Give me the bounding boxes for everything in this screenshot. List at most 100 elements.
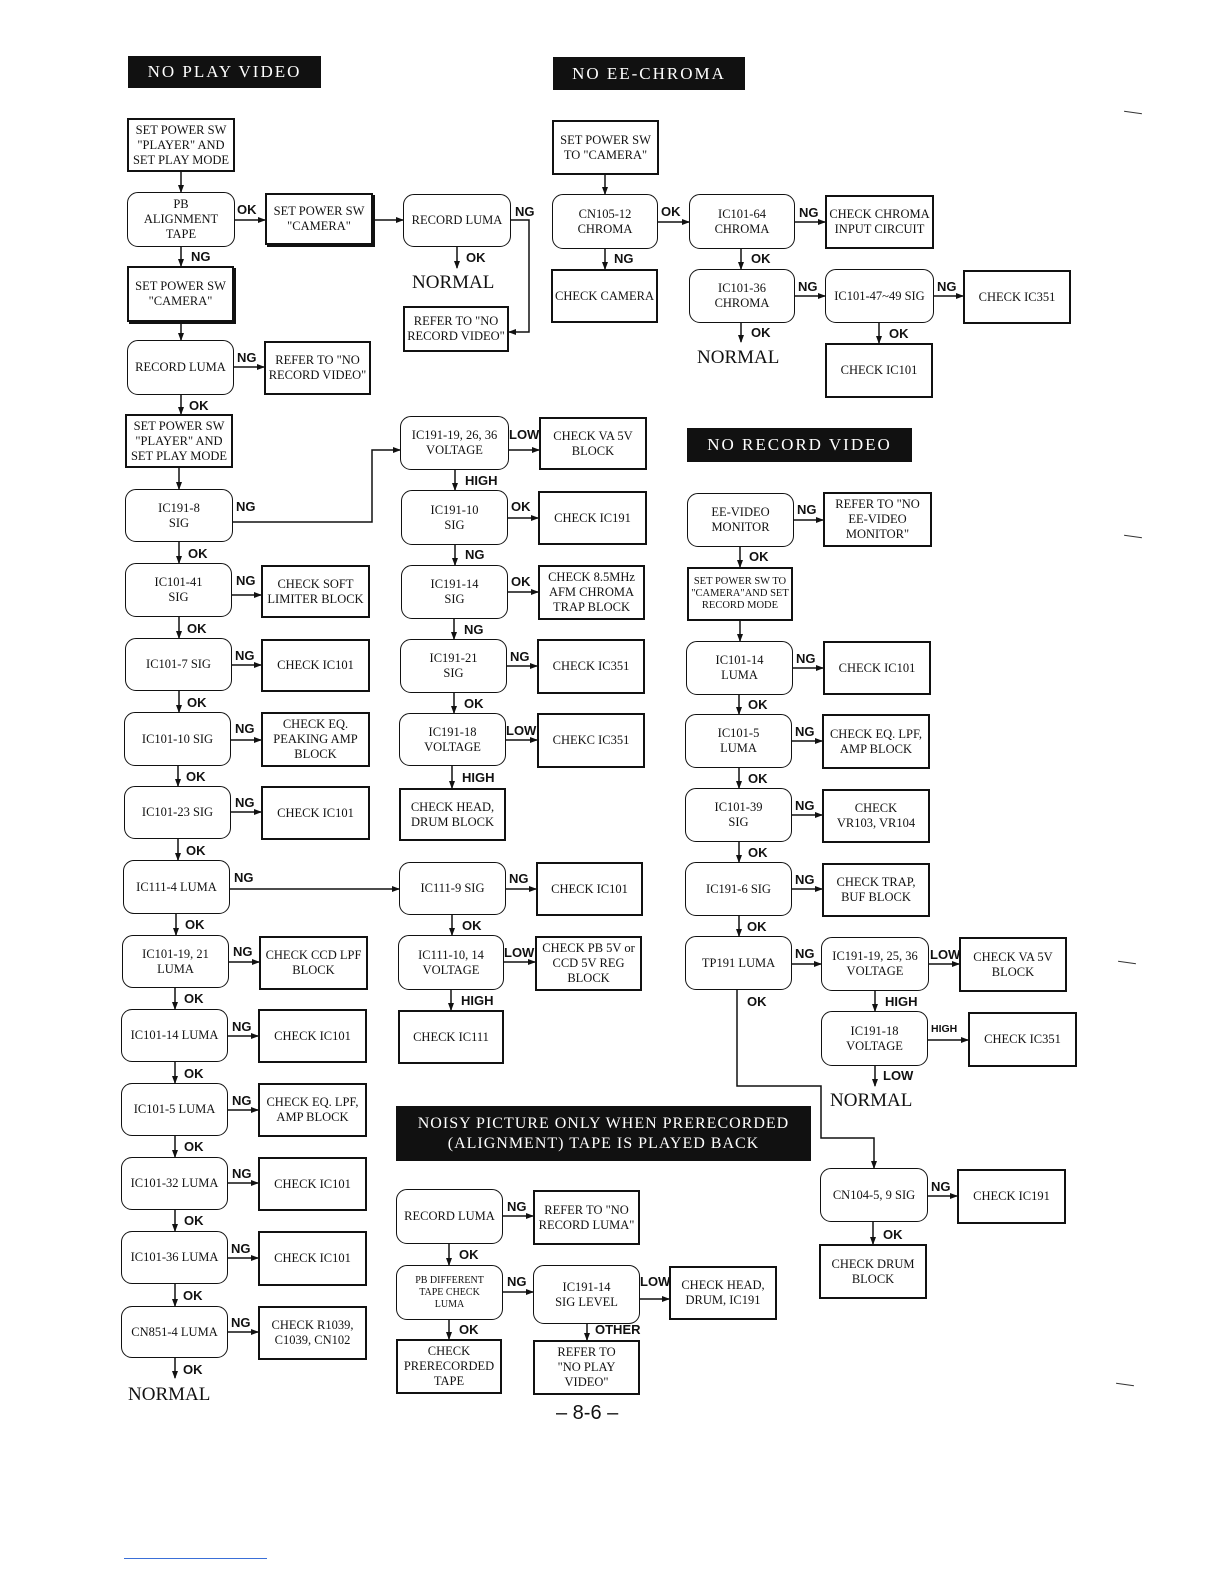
step-check-ic101-mid: CHECK IC101 xyxy=(536,862,643,916)
step-ic101-7-sig: IC101-7 SIG xyxy=(125,638,232,691)
step-check-chroma-input: CHECK CHROMA INPUT CIRCUIT xyxy=(825,195,934,249)
label-ng: NG xyxy=(232,1166,252,1181)
step-check-eq-peaking: CHECK EQ. PEAKING AMP BLOCK xyxy=(261,712,370,767)
step-check-prerecorded-tape: CHECK PRERECORDED TAPE xyxy=(396,1339,502,1394)
step-check-ic101-b: CHECK IC101 xyxy=(261,786,370,840)
label-ng: NG xyxy=(796,651,816,666)
label-low: LOW xyxy=(509,427,540,442)
step-ic191-14-sig: IC191-14 SIG xyxy=(401,565,508,619)
label-ng: NG xyxy=(235,721,255,736)
step-ic191-18-voltage-rec: IC191-18 VOLTAGE xyxy=(821,1011,928,1066)
step-set-power-player: SET POWER SW "PLAYER" AND SET PLAY MODE xyxy=(127,118,235,172)
label-ok: OK xyxy=(183,1362,203,1377)
step-check-r1039: CHECK R1039, C1039, CN102 xyxy=(258,1306,367,1360)
step-check-ccd-lpf: CHECK CCD LPF BLOCK xyxy=(259,936,368,990)
label-ng: NG xyxy=(799,205,819,220)
step-check-ic101-ee: CHECK IC101 xyxy=(825,343,933,398)
result-normal-ee: NORMAL xyxy=(697,347,780,368)
label-ok: OK xyxy=(748,697,768,712)
step-check-8-5mhz: CHECK 8.5MHz AFM CHROMA TRAP BLOCK xyxy=(538,565,645,620)
label-ng: NG xyxy=(509,871,529,886)
label-ng: NG xyxy=(795,798,815,813)
label-ok: OK xyxy=(186,769,206,784)
label-ok: OK xyxy=(462,918,482,933)
label-ok: OK xyxy=(511,499,531,514)
label-ng: NG xyxy=(795,724,815,739)
label-ng: NG xyxy=(231,1315,251,1330)
label-ok: OK xyxy=(511,574,531,589)
label-ok: OK xyxy=(748,771,768,786)
step-set-power-player-2: SET POWER SW "PLAYER" AND SET PLAY MODE xyxy=(125,414,233,468)
label-low: LOW xyxy=(640,1274,671,1289)
step-check-camera: CHECK CAMERA xyxy=(551,269,658,323)
label-ng: NG xyxy=(798,279,818,294)
bottom-rule xyxy=(124,1558,267,1559)
label-ok: OK xyxy=(188,546,208,561)
step-check-pb-5v: CHECK PB 5V or CCD 5V REG BLOCK xyxy=(535,936,642,991)
scan-mark xyxy=(1124,534,1142,539)
label-ok: OK xyxy=(749,549,769,564)
step-ic111-9-sig: IC111-9 SIG xyxy=(399,862,506,915)
step-check-head-drum-ic191: CHECK HEAD, DRUM, IC191 xyxy=(669,1266,777,1320)
label-ok: OK xyxy=(186,843,206,858)
step-check-ic351-b: CHEKC IC351 xyxy=(537,713,645,768)
step-ic101-19-21-luma: IC101-19, 21 LUMA xyxy=(122,935,229,988)
step-ic101-10-sig: IC101-10 SIG xyxy=(124,712,231,766)
result-normal-rec: NORMAL xyxy=(830,1090,913,1111)
step-check-ic191: CHECK IC191 xyxy=(538,491,647,545)
label-ng: NG xyxy=(795,872,815,887)
step-ic111-4-luma: IC111-4 LUMA xyxy=(123,860,230,914)
step-record-luma: RECORD LUMA xyxy=(127,340,234,395)
scan-mark xyxy=(1118,960,1136,965)
label-ng: NG xyxy=(464,622,484,637)
label-ng: NG xyxy=(236,499,256,514)
step-pb-alignment-tape: PB ALIGNMENT TAPE xyxy=(127,192,235,247)
label-ng: NG xyxy=(191,249,211,264)
step-ic101-47-49-sig: IC101-47~49 SIG xyxy=(825,269,934,323)
label-ok: OK xyxy=(747,919,767,934)
step-ic101-64-chroma: IC101-64 CHROMA xyxy=(689,194,795,249)
step-cn105-12-chroma: CN105-12 CHROMA xyxy=(552,194,658,249)
step-check-vr103: CHECK VR103, VR104 xyxy=(822,789,930,843)
label-ng: NG xyxy=(795,946,815,961)
label-ng: NG xyxy=(507,1199,527,1214)
label-low: LOW xyxy=(930,947,961,962)
label-ng: NG xyxy=(510,649,530,664)
step-check-ic111: CHECK IC111 xyxy=(398,1010,504,1064)
label-ok: OK xyxy=(184,991,204,1006)
page-number: – 8-6 – xyxy=(556,1402,619,1424)
label-ng: NG xyxy=(614,251,634,266)
step-record-luma-noisy: RECORD LUMA xyxy=(396,1189,503,1244)
step-ic101-5-luma: IC101-5 LUMA xyxy=(121,1083,228,1136)
step-ic101-36-luma: IC101-36 LUMA xyxy=(121,1231,228,1284)
label-ok: OK xyxy=(187,695,207,710)
heading-no-ee-chroma: NO EE-CHROMA xyxy=(553,57,745,90)
label-ok: OK xyxy=(189,398,209,413)
heading-no-record-video: NO RECORD VIDEO xyxy=(687,428,912,462)
label-ok: OK xyxy=(184,1066,204,1081)
label-ng: NG xyxy=(465,547,485,562)
label-ok: OK xyxy=(459,1322,479,1337)
label-ok: OK xyxy=(183,1288,203,1303)
label-other: OTHER xyxy=(595,1322,641,1337)
scan-mark xyxy=(1116,1382,1134,1387)
step-refer-no-record-video: REFER TO "NO RECORD VIDEO" xyxy=(264,341,371,395)
step-check-va-5v: CHECK VA 5V BLOCK xyxy=(539,417,647,470)
label-ok: OK xyxy=(748,845,768,860)
step-set-power-camera-2: SET POWER SW "CAMERA" xyxy=(127,266,234,322)
step-pb-different-tape: PB DIFFERENT TAPE CHECK LUMA xyxy=(396,1265,503,1320)
step-refer-no-record-video-top: REFER TO "NO RECORD VIDEO" xyxy=(403,306,509,352)
label-ok: OK xyxy=(889,326,909,341)
label-ok: OK xyxy=(464,696,484,711)
label-ng: NG xyxy=(236,573,256,588)
label-high: HIGH xyxy=(461,993,494,1008)
label-ng: NG xyxy=(235,795,255,810)
label-ok: OK xyxy=(751,251,771,266)
step-ic191-18-voltage: IC191-18 VOLTAGE xyxy=(399,713,506,766)
step-ic101-14-luma: IC101-14 LUMA xyxy=(121,1009,228,1062)
step-ic101-14-luma-rec: IC101-14 LUMA xyxy=(686,641,793,695)
label-high: HIGH xyxy=(465,473,498,488)
step-check-ic101-e: CHECK IC101 xyxy=(258,1231,367,1286)
label-ok: OK xyxy=(466,250,486,265)
